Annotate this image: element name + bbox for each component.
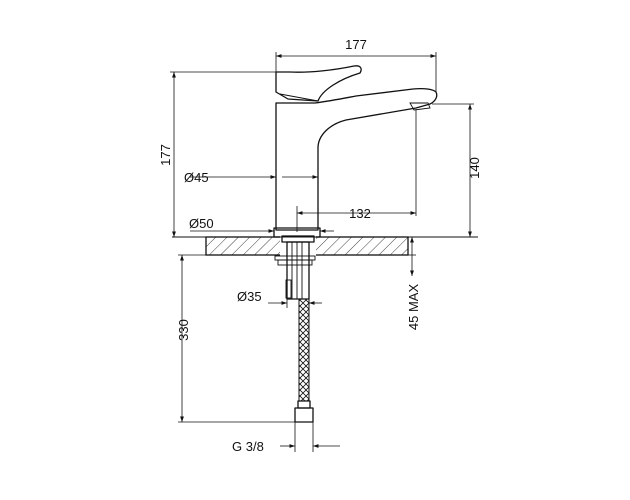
braided-hose bbox=[298, 298, 310, 402]
dimension-hose-length: 330 bbox=[176, 254, 295, 423]
dimension-width-total: 177 bbox=[275, 37, 437, 92]
side-pin bbox=[285, 279, 292, 299]
countertop-section bbox=[172, 236, 478, 256]
dimension-spout-reach: 132 bbox=[296, 110, 417, 232]
handle-lever bbox=[275, 65, 362, 102]
dim-label-width-total: 177 bbox=[345, 37, 367, 52]
hose-connector bbox=[294, 407, 314, 423]
hose-ferrule bbox=[297, 400, 311, 409]
dim-label-connection-thread: G 3/8 bbox=[232, 439, 264, 454]
dim-label-hose-length: 330 bbox=[176, 319, 191, 341]
dim-label-height-total: 177 bbox=[158, 144, 173, 166]
dimension-spout-height: 140 bbox=[432, 103, 482, 237]
dim-label-body-diameter: Ø45 bbox=[184, 170, 209, 185]
dim-label-max-thickness: 45 MAX bbox=[406, 284, 421, 331]
faucet-body-outline bbox=[275, 87, 438, 231]
handle-edge bbox=[279, 93, 319, 102]
threaded-shank bbox=[286, 241, 310, 300]
dimension-body-diameter: Ø45 bbox=[184, 170, 318, 185]
aerator bbox=[409, 102, 431, 111]
fixing-nut bbox=[277, 259, 313, 266]
dimension-max-thickness: 45 MAX bbox=[406, 237, 421, 330]
dim-label-shank-diameter: Ø35 bbox=[237, 289, 262, 304]
dimension-connection-thread: G 3/8 bbox=[232, 422, 340, 454]
dim-label-spout-height: 140 bbox=[467, 157, 482, 179]
dimension-shank-diameter: Ø35 bbox=[237, 289, 322, 308]
dimension-height-total: 177 bbox=[158, 71, 276, 237]
dim-label-base-diameter: Ø50 bbox=[189, 216, 214, 231]
dim-label-spout-reach: 132 bbox=[349, 206, 371, 221]
mounting-assembly bbox=[274, 235, 316, 423]
dimension-base-diameter: Ø50 bbox=[189, 216, 334, 233]
